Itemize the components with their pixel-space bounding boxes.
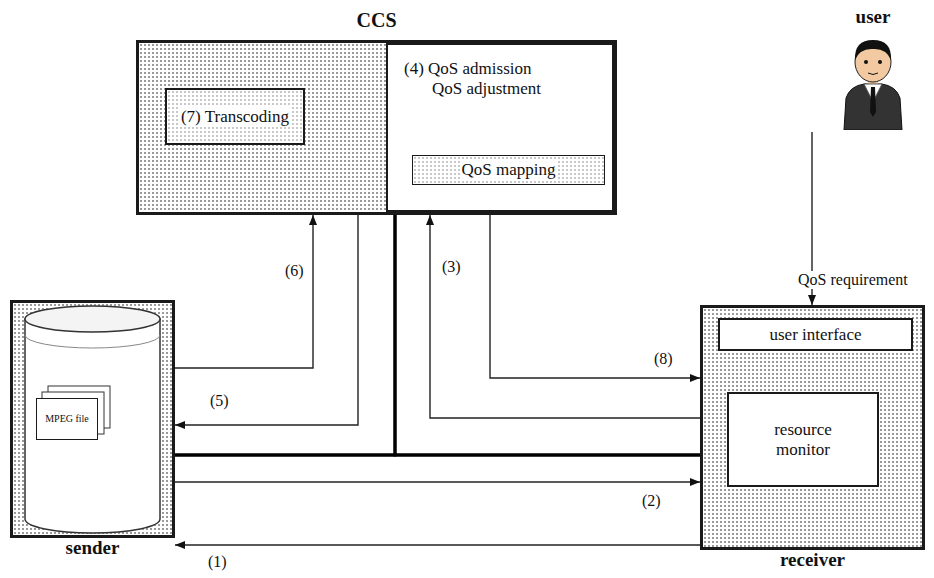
edge-label: (8) — [652, 350, 675, 368]
resource-monitor-box: resource monitor — [727, 392, 879, 487]
tie — [870, 87, 876, 117]
node-label: user interface — [769, 325, 861, 345]
eye — [864, 60, 868, 64]
receiver-box: receiveruser interfaceresource monitor — [700, 305, 925, 550]
message-arrow — [175, 481, 700, 482]
edge-label: QoS requirement — [796, 271, 910, 289]
sender-box: senderMPEG file — [10, 300, 175, 538]
suit — [844, 84, 902, 130]
network-line — [175, 215, 395, 455]
cylinder-body — [25, 319, 160, 533]
node-heading: user — [856, 6, 891, 28]
node-heading: sender — [66, 537, 120, 559]
ccs-box: CCS(7) Transcoding(4) QoS admission QoS … — [136, 40, 617, 215]
cylinder-band — [25, 335, 160, 348]
node-label: (7) Transcoding — [179, 107, 291, 127]
hair — [855, 40, 891, 60]
message-arrow — [430, 215, 700, 418]
edge-label: (5) — [208, 392, 231, 410]
user-interface-box: user interface — [718, 318, 913, 351]
message-arrow — [490, 215, 700, 378]
message-arrow — [175, 215, 313, 368]
edge-label: (1) — [206, 553, 229, 571]
node-label: MPEG file — [45, 413, 89, 425]
message-arrow — [175, 215, 358, 425]
user-figure: user — [828, 4, 918, 132]
qos-control-box: (4) QoS admission QoS adjustmentQoS mapp… — [386, 43, 614, 212]
network-line — [395, 215, 700, 455]
edge-label: (3) — [440, 258, 463, 276]
edge-label: (2) — [640, 492, 663, 510]
cylinder-top — [25, 306, 160, 332]
mpeg-file-icon: MPEG file — [36, 398, 98, 440]
eye — [878, 60, 882, 64]
edge-label: (6) — [283, 262, 306, 280]
node-label: resource monitor — [756, 420, 851, 460]
qos-mapping-box: QoS mapping — [412, 155, 605, 185]
node-heading: CCS — [356, 9, 396, 31]
node-label: QoS mapping — [460, 160, 558, 180]
transcoding-box: (7) Transcoding — [165, 88, 305, 145]
node-heading: receiver — [780, 549, 845, 571]
mouth — [868, 73, 878, 75]
user-illustration — [838, 32, 908, 130]
message-arrow — [175, 544, 700, 545]
node-label: (4) QoS admission QoS adjustment — [404, 59, 554, 99]
